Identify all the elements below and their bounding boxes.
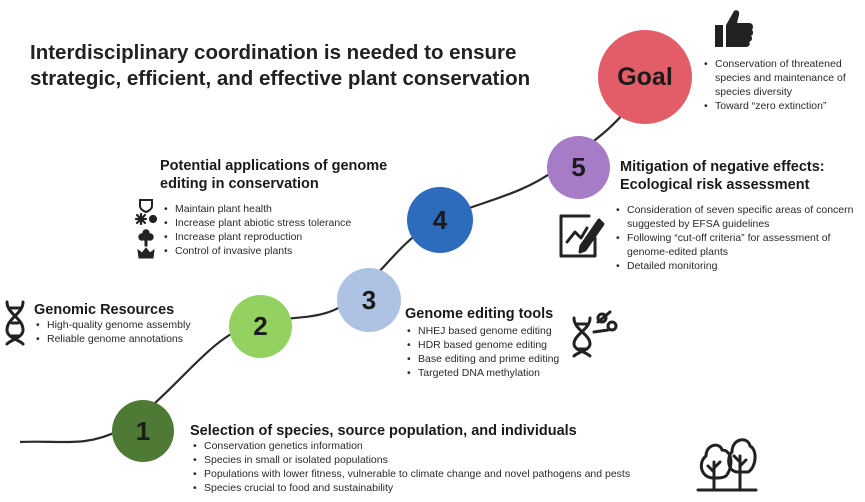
step-2-heading: Genomic Resources — [34, 302, 175, 318]
step-4-number: 4 — [432, 204, 448, 235]
dna-icon — [5, 300, 25, 346]
step-1-circle: 1 — [112, 400, 174, 462]
list-item: Toward “zero extinction” — [704, 99, 862, 113]
step-3-bullets: NHEJ based genome editing HDR based geno… — [407, 324, 582, 380]
step-3-heading: Genome editing tools — [405, 306, 554, 322]
step-5-bullets: Consideration of seven specific areas of… — [616, 203, 861, 273]
list-item: Conservation genetics information — [193, 439, 693, 453]
step-4-circle: 4 — [407, 187, 473, 253]
step-3-number: 3 — [361, 284, 377, 315]
dna-scissors-icon — [572, 310, 618, 358]
snowflake-sun-icon — [134, 212, 158, 226]
step-5-heading: Mitigation of negative effects: Ecologic… — [620, 159, 825, 193]
list-item: Increase plant abiotic stress tolerance — [164, 216, 404, 230]
step-2-bullets: High-quality genome assembly Reliable ge… — [36, 318, 226, 346]
step-1-number: 1 — [135, 415, 151, 446]
list-item: Conservation of threatened species and m… — [704, 57, 862, 99]
assessment-icon — [559, 214, 605, 258]
list-item: Base editing and prime editing — [407, 352, 582, 366]
list-item: Consideration of seven specific areas of… — [616, 203, 861, 231]
goal-circle: Goal — [598, 30, 692, 124]
goal-label: Goal — [617, 62, 673, 91]
step-2-number: 2 — [253, 311, 268, 341]
list-item: NHEJ based genome editing — [407, 324, 582, 338]
trees-icon — [696, 438, 758, 492]
list-item: Detailed monitoring — [616, 259, 861, 273]
leaf-shield-icon — [139, 199, 153, 214]
list-item: Maintain plant health — [164, 202, 404, 216]
step-4-bullets: Maintain plant health Increase plant abi… — [164, 202, 404, 258]
list-item: HDR based genome editing — [407, 338, 582, 352]
list-item: High-quality genome assembly — [36, 318, 226, 332]
list-item: Following “cut-off criteria” for assessm… — [616, 231, 861, 259]
flower-icon — [138, 229, 154, 247]
crown-icon — [137, 247, 155, 259]
list-item: Targeted DNA methylation — [407, 366, 582, 380]
step-5-circle: 5 — [547, 136, 610, 199]
list-item: Populations with lower fitness, vulnerab… — [193, 467, 693, 481]
step-3-circle: 3 — [337, 268, 401, 332]
step-1-heading: Selection of species, source population,… — [190, 423, 577, 439]
step-4-icons — [134, 199, 158, 259]
list-item: Reliable genome annotations — [36, 332, 226, 346]
list-item: Species in small or isolated populations — [193, 453, 693, 467]
goal-bullets: Conservation of threatened species and m… — [704, 57, 862, 113]
step-1-bullets: Conservation genetics information Specie… — [193, 439, 693, 495]
step-4-heading: Potential applications of genome editing… — [160, 158, 388, 192]
thumbs-up-icon — [715, 10, 754, 48]
page-title: Interdisciplinary coordination is needed… — [30, 41, 531, 90]
list-item: Species crucial to food and sustainabili… — [193, 481, 693, 495]
list-item: Control of invasive plants — [164, 244, 404, 258]
list-item: Increase plant reproduction — [164, 230, 404, 244]
step-5-number: 5 — [571, 152, 586, 182]
step-2-circle: 2 — [229, 295, 292, 358]
